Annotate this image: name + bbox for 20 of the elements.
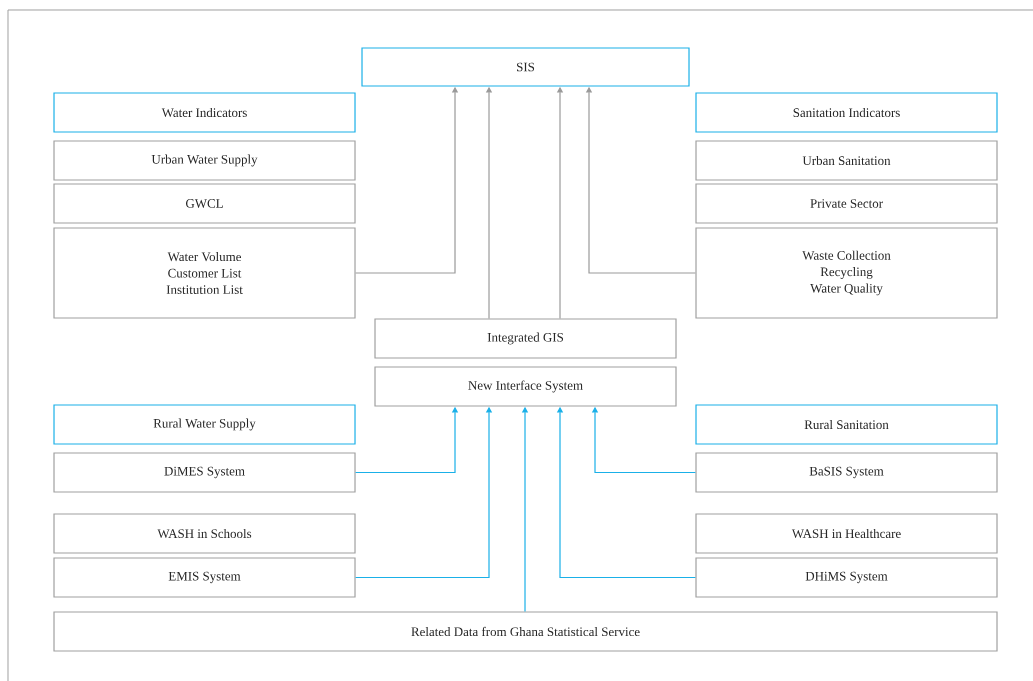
process-box: Related Data from Ghana Statistical Service xyxy=(53,611,998,652)
process-box: WASH in Schools xyxy=(53,513,356,554)
process-box: Urban Sanitation xyxy=(695,140,998,181)
process-box: Water Volume Customer List Institution List xyxy=(53,227,356,319)
process-box: Urban Water Supply xyxy=(53,140,356,181)
process-box: Integrated GIS xyxy=(374,318,677,359)
header-box: Rural Water Supply xyxy=(53,404,356,445)
process-box: DiMES System xyxy=(53,452,356,493)
process-box: DHiMS System xyxy=(695,557,998,598)
process-box: Private Sector xyxy=(695,183,998,224)
process-box: Waste Collection Recycling Water Quality xyxy=(695,227,998,319)
header-box: SIS xyxy=(361,47,690,87)
process-box: WASH in Healthcare xyxy=(695,513,998,554)
header-box: Sanitation Indicators xyxy=(695,92,998,133)
process-box: BaSIS System xyxy=(695,452,998,493)
process-box: EMIS System xyxy=(53,557,356,598)
process-box: GWCL xyxy=(53,183,356,224)
header-box: Rural Sanitation xyxy=(695,404,998,445)
process-box: New Interface System xyxy=(374,366,677,407)
header-box: Water Indicators xyxy=(53,92,356,133)
